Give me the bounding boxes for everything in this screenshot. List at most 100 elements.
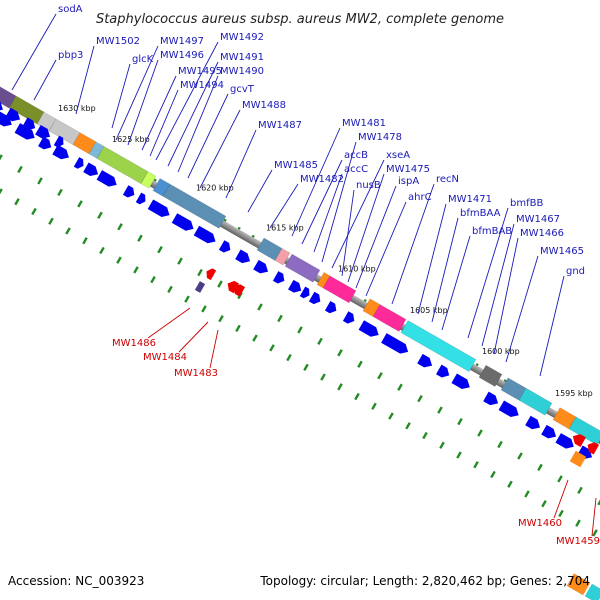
forward-gene-arrow [299,286,310,299]
gc-tick-middle [286,353,292,362]
forward-gene-arrow [541,424,557,439]
topology-text: Topology: circular; Length: 2,820,462 bp… [260,574,590,588]
gc-tick-lower [397,383,403,391]
gc-tick-lower [257,303,263,311]
bottom-gene-label: MW1483 [174,368,218,379]
gc-tick-middle [99,246,105,255]
top-leader-line [269,183,299,229]
gc-tick-middle [405,422,411,430]
top-leader-line [321,141,357,263]
bottom-leader-line [147,307,191,339]
gc-tick-middle [422,431,428,440]
gc-tick-middle [575,519,581,527]
top-leader-line [481,223,515,347]
gc-tick-middle [235,324,241,333]
gc-tick-middle [524,490,530,498]
feature-segment [372,304,407,332]
gc-tick-middle [218,314,224,323]
feature-band [0,82,600,600]
gc-tick-lower [377,372,383,380]
gc-tick-lower [337,349,343,357]
gc-tick-lower [157,246,163,254]
top-gene-label: MW1502 [96,36,140,47]
top-leader-line [127,59,159,146]
gc-tick-middle [48,217,54,225]
feature-segment [274,247,291,266]
reverse-gene-arrow [587,442,600,455]
gc-tick-middle [0,188,3,196]
top-leader-line [539,275,565,377]
gc-tick-middle [150,276,156,284]
top-gene-label: bfmBAB [472,226,512,237]
top-leader-line [467,207,509,339]
reverse-gene-arrow [233,284,246,297]
forward-gene-arrow [38,136,52,150]
gc-tick-middle [184,295,190,303]
top-gene-label: pbp3 [58,50,83,61]
top-leader-line [441,235,471,331]
forward-gene-arrow [96,170,117,187]
top-leader-line [187,93,229,179]
gc-tick-middle [31,207,37,216]
top-leader-line [313,173,343,253]
forward-gene-arrow [288,279,302,293]
forward-gene-arrow [436,364,450,378]
top-gene-label: MW1467 [516,214,560,225]
kbp-tick-label: 1595 kbp [555,389,593,398]
top-gene-label: MW1490 [220,66,264,77]
top-gene-label: MW1475 [386,164,430,175]
forward-gene-arrow [358,320,379,337]
forward-gene-arrow [193,225,216,244]
feature-segment [552,407,577,430]
gc-tick-middle [269,344,275,352]
top-gene-label: bmfBB [510,198,543,209]
feature-segment [478,364,503,387]
gc-tick-lower [457,417,463,426]
gc-tick-middle [14,198,20,206]
forward-gene-arrow [525,415,541,430]
forward-gene-arrow [35,124,51,139]
gc-tick-lower [297,326,303,334]
forward-gene-arrow [235,249,251,264]
feature-segment [400,320,477,373]
top-gene-label: MW1478 [358,132,402,143]
bottom-leader-line [178,321,209,353]
forward-gene-arrow [52,144,69,160]
top-gene-label: MW1495 [178,66,222,77]
forward-gene-arrow [147,199,170,217]
top-gene-label: MW1482 [300,174,344,185]
gc-tick-lower [57,188,63,197]
gc-tick-middle [592,529,598,537]
map-title: Staphylococcus aureus subsp. aureus MW2,… [96,12,504,27]
gc-tick-lower [0,154,3,162]
gc-tick-lower [217,280,223,288]
forward-gene-arrow [5,107,21,122]
top-leader-line [177,75,219,173]
gene-arrows [0,96,600,468]
gc-tick-middle [354,392,360,401]
feature-segment [162,183,227,229]
gc-tick-middle [371,402,377,410]
top-gene-label: recN [436,174,459,185]
top-leader-line [301,159,343,245]
top-gene-label: accC [344,164,368,175]
gc-tick-lower [37,177,43,185]
top-gene-label: MW1494 [180,80,224,91]
gc-tick-lower [17,165,23,174]
top-leader-line [355,185,397,289]
bottom-gene-label: MW1460 [518,518,562,529]
feature-segment [322,275,357,304]
top-leader-line [365,201,407,297]
gc-tick-middle [82,237,88,245]
forward-gene-arrow [73,157,84,169]
gc-tick-lower [197,268,203,277]
forward-gene-arrow [14,123,35,140]
bottom-leader-line [553,479,569,519]
gc-tick-lower [557,475,563,483]
top-gene-label: MW1496 [160,50,204,61]
gc-tick-middle [167,285,173,294]
top-gene-label: MW1487 [258,120,302,131]
top-leader-line [391,183,435,305]
top-gene-label: ispA [398,176,419,187]
